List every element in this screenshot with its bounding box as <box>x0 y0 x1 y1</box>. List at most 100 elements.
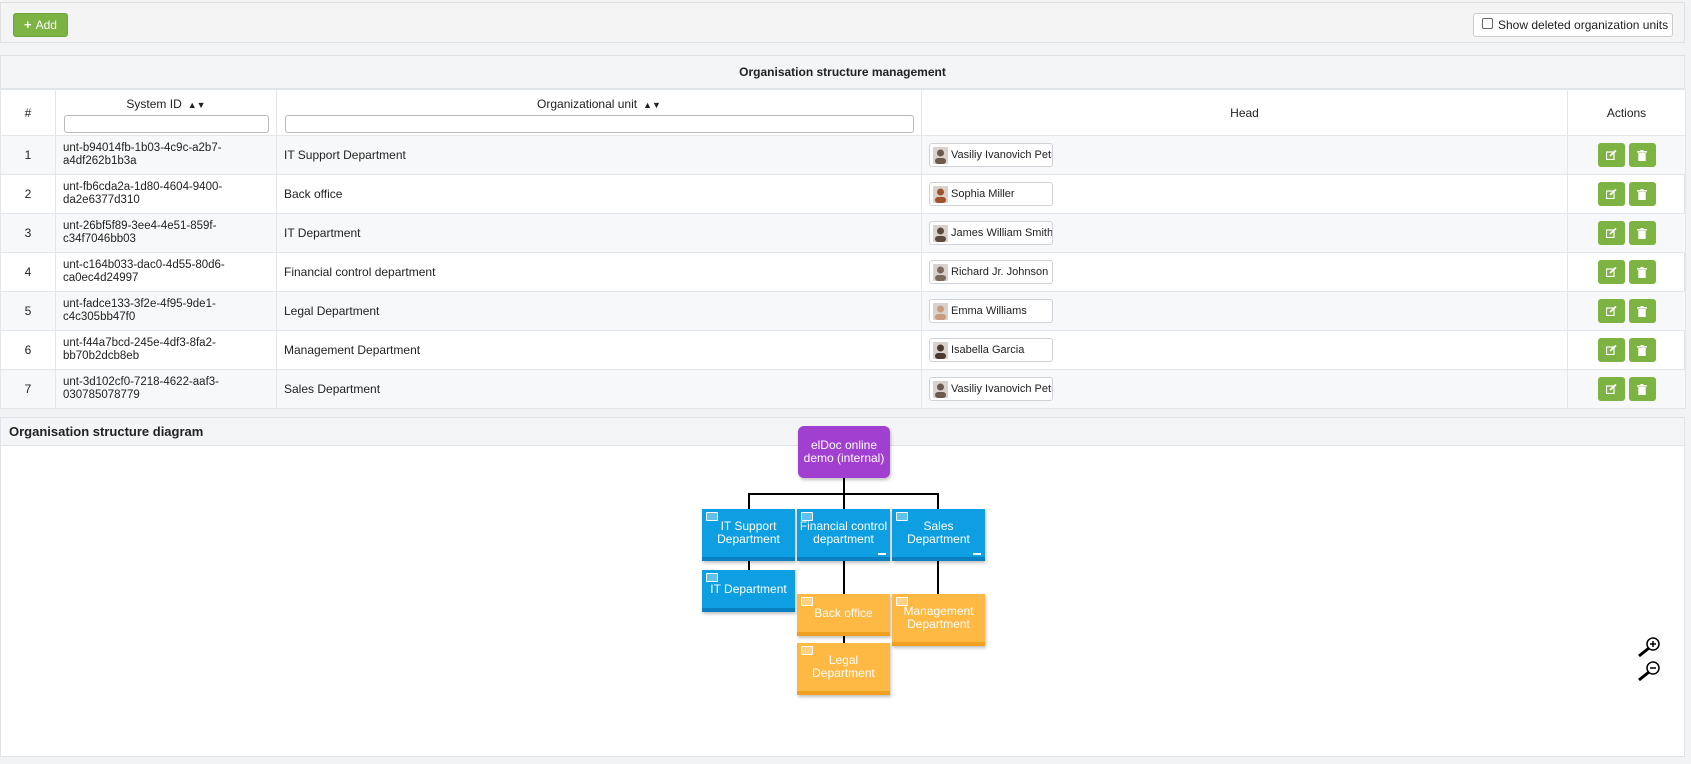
org-chart: elDoc online demo (internal) IT Support … <box>1 418 1684 756</box>
actions-cell <box>1567 369 1686 409</box>
delete-button[interactable] <box>1628 377 1656 401</box>
org-unit-cell: IT Support Department <box>276 135 922 175</box>
org-node-it[interactable]: IT Department <box>702 570 795 612</box>
edit-button[interactable] <box>1597 143 1625 167</box>
folder-icon <box>706 573 718 582</box>
row-number: 7 <box>0 369 56 409</box>
trash-icon <box>1636 267 1647 278</box>
edit-button[interactable] <box>1597 299 1625 323</box>
actions-cell <box>1567 291 1686 331</box>
edit-icon <box>1605 267 1617 277</box>
folder-icon <box>801 646 813 655</box>
column-header-system-id[interactable]: System ID▲▼ <box>55 89 277 136</box>
actions-cell <box>1567 213 1686 253</box>
zoom-out-icon[interactable] <box>1637 660 1663 682</box>
collapse-icon[interactable] <box>878 553 886 555</box>
org-unit-cell: Financial control department <box>276 252 922 292</box>
row-number: 1 <box>0 135 56 175</box>
system-id-cell: unt-fadce133-3f2e-4f95-9de1-c4c305bb47f0 <box>55 291 277 331</box>
org-unit-cell: Back office <box>276 174 922 214</box>
org-node-financial-control[interactable]: Financial control department <box>797 509 890 561</box>
system-id-cell: unt-f44a7bcd-245e-4df3-8fa2-bb70b2dcb8eb <box>55 330 277 370</box>
head-chip[interactable]: Emma Williams <box>929 299 1053 323</box>
row-number: 3 <box>0 213 56 253</box>
connector-line <box>843 560 845 594</box>
system-id-cell: unt-fb6cda2a-1d80-4604-9400-da2e6377d310 <box>55 174 277 214</box>
edit-button[interactable] <box>1597 260 1625 284</box>
edit-icon <box>1605 150 1617 160</box>
head-chip[interactable]: Vasiliy Ivanovich Petrov <box>929 377 1053 401</box>
trash-icon <box>1636 345 1647 356</box>
head-cell: Sophia Miller <box>921 174 1568 214</box>
edit-button[interactable] <box>1597 338 1625 362</box>
head-cell: Isabella Garcia <box>921 330 1568 370</box>
sort-icon[interactable]: ▲▼ <box>187 99 206 110</box>
org-diagram-panel: Organisation structure diagram elDoc onl… <box>0 417 1685 757</box>
delete-button[interactable] <box>1628 299 1656 323</box>
head-chip[interactable]: Richard Jr. Johnson <box>929 260 1053 284</box>
show-deleted-checkbox[interactable] <box>1482 18 1493 29</box>
row-number: 5 <box>0 291 56 331</box>
actions-cell <box>1567 330 1686 370</box>
actions-cell <box>1567 135 1686 175</box>
edit-button[interactable] <box>1597 182 1625 206</box>
column-header-num: # <box>0 89 56 136</box>
avatar <box>933 146 948 164</box>
edit-button[interactable] <box>1597 377 1625 401</box>
trash-icon <box>1636 384 1647 395</box>
connector-line <box>937 493 939 509</box>
connector-line <box>937 560 939 594</box>
avatar <box>933 185 948 203</box>
zoom-in-icon[interactable] <box>1637 636 1663 658</box>
edit-button[interactable] <box>1597 221 1625 245</box>
column-header-head: Head <box>921 89 1568 136</box>
sort-icon[interactable]: ▲▼ <box>643 99 661 110</box>
add-button[interactable]: +Add <box>13 13 68 37</box>
org-node-sales[interactable]: Sales Department <box>892 509 985 561</box>
delete-button[interactable] <box>1628 182 1656 206</box>
plus-icon: + <box>24 17 32 32</box>
org-node-root[interactable]: elDoc online demo (internal) <box>798 426 890 478</box>
org-unit-cell: IT Department <box>276 213 922 253</box>
org-unit-filter-input[interactable] <box>285 114 914 133</box>
trash-icon <box>1636 228 1647 239</box>
row-number: 6 <box>0 330 56 370</box>
trash-icon <box>1636 306 1647 317</box>
connector-line <box>748 493 750 509</box>
avatar <box>933 224 948 242</box>
avatar <box>933 302 948 320</box>
column-header-org-unit[interactable]: Organizational unit▲▼ <box>276 89 922 136</box>
edit-icon <box>1605 306 1617 316</box>
panel-title: Organisation structure management <box>1 56 1684 89</box>
row-number: 4 <box>0 252 56 292</box>
avatar <box>933 341 948 359</box>
org-node-back-office[interactable]: Back office <box>797 594 890 636</box>
head-chip[interactable]: Vasiliy Ivanovich Petrov <box>929 143 1053 167</box>
delete-button[interactable] <box>1628 338 1656 362</box>
trash-icon <box>1636 189 1647 200</box>
system-id-cell: unt-c164b033-dac0-4d55-80d6-ca0ec4d24997 <box>55 252 277 292</box>
connector-line <box>843 631 845 643</box>
org-node-legal[interactable]: Legal Department <box>797 643 890 695</box>
head-cell: Vasiliy Ivanovich Petrov <box>921 369 1568 409</box>
head-chip[interactable]: James William Smith <box>929 221 1053 245</box>
org-node-it-support[interactable]: IT Support Department <box>702 509 795 561</box>
head-chip[interactable]: Sophia Miller <box>929 182 1053 206</box>
delete-button[interactable] <box>1628 260 1656 284</box>
folder-icon <box>801 597 813 606</box>
head-cell: James William Smith <box>921 213 1568 253</box>
trash-icon <box>1636 150 1647 161</box>
collapse-icon[interactable] <box>973 553 981 555</box>
folder-icon <box>801 512 813 521</box>
connector-line <box>748 560 750 570</box>
org-node-management[interactable]: Management Department <box>892 594 985 646</box>
head-chip[interactable]: Isabella Garcia <box>929 338 1053 362</box>
delete-button[interactable] <box>1628 221 1656 245</box>
system-id-filter-input[interactable] <box>64 114 269 133</box>
show-deleted-toggle[interactable]: Show deleted organization units <box>1473 13 1673 37</box>
delete-button[interactable] <box>1628 143 1656 167</box>
